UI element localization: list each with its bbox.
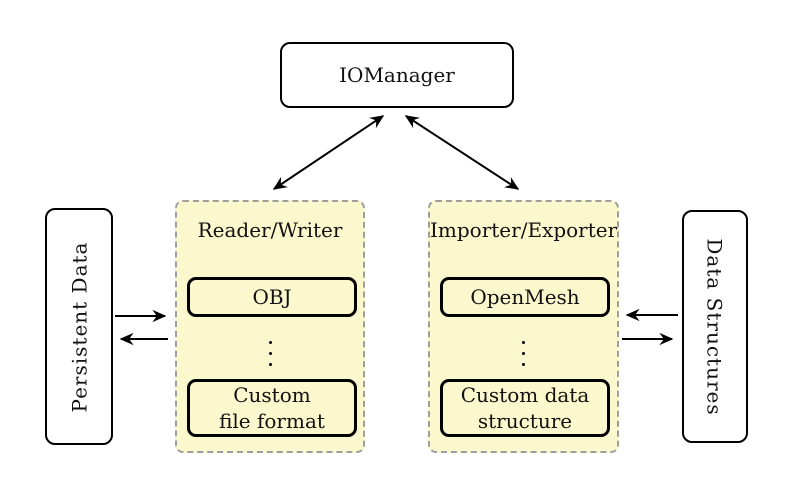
arrow-iomanager-readerwriter [272,115,385,190]
persistent-data-label: Persistent Data [67,241,92,412]
importer-exporter-group: Importer/Exporter OpenMesh Custom data s… [428,200,619,453]
custom-file-format-label: Custom file format [219,383,325,433]
vertical-dots-icon [177,334,363,372]
persistent-data-node: Persistent Data [45,208,113,445]
data-structures-node: Data Structures [682,210,748,443]
custom-data-structure-node: Custom data structure [440,379,610,437]
reader-writer-title: Reader/Writer [197,218,343,242]
iomanager-node: IOManager [280,42,514,108]
custom-data-structure-label: Custom data structure [460,383,590,433]
custom-file-format-node: Custom file format [187,379,357,437]
importer-exporter-title: Importer/Exporter [430,218,618,242]
obj-label: OBJ [252,285,292,309]
data-structures-label: Data Structures [703,237,727,416]
obj-node: OBJ [187,277,357,317]
iomanager-label: IOManager [339,63,455,87]
vertical-dots-icon [430,334,617,372]
arrow-iomanager-importerexporter [404,115,520,190]
openmesh-label: OpenMesh [470,285,580,309]
reader-writer-group: Reader/Writer OBJ Custom file format [175,200,365,453]
openmesh-node: OpenMesh [440,277,610,317]
